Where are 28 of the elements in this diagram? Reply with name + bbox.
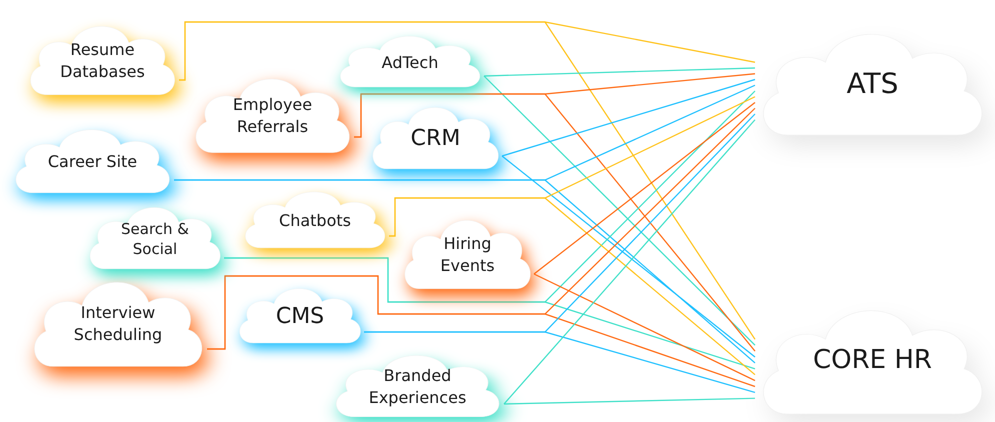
connector-line — [534, 102, 756, 274]
connector-line — [178, 21, 756, 340]
cloud-label: Search & Social — [120, 218, 190, 260]
cloud-label: AdTech — [382, 52, 438, 74]
cloud-label: Hiring Events — [439, 233, 496, 277]
cloud-label: Chatbots — [279, 210, 351, 232]
connector-line — [364, 331, 756, 393]
connector-line — [534, 273, 756, 382]
cloud-label: Branded Experiences — [368, 365, 468, 409]
connector-line — [504, 119, 756, 404]
connector-line — [502, 78, 756, 157]
connector-line — [484, 67, 756, 77]
cloud-label: Interview Scheduling — [72, 302, 164, 346]
connector-line — [504, 398, 756, 405]
cloud-label: Employee Referrals — [232, 94, 314, 138]
cloud-label: CORE HR — [813, 344, 932, 378]
connector-line — [389, 197, 756, 376]
connector-line — [502, 156, 756, 358]
cloud-label: CRM — [410, 125, 460, 154]
connector-line — [174, 179, 756, 364]
connector-line — [354, 93, 756, 352]
connector-line — [207, 275, 756, 388]
connector-line — [484, 76, 756, 346]
connector-line — [224, 257, 756, 370]
cloud-label: CMS — [276, 303, 324, 332]
cloud-label: ATS — [846, 66, 898, 102]
cloud-label: Resume Databases — [59, 39, 146, 83]
cloud-label: Career Site — [48, 151, 138, 173]
